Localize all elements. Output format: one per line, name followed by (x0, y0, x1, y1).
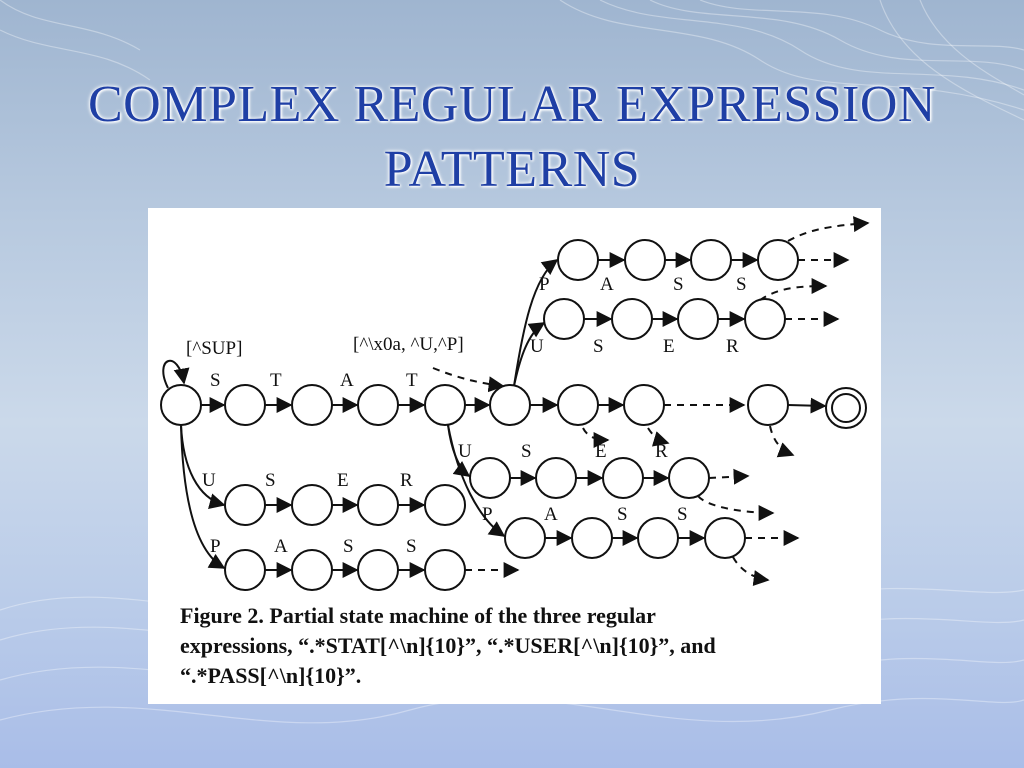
state-stat-t (291, 384, 333, 426)
state-pass-mid-1 (504, 517, 546, 559)
state-pass-mid-3 (637, 517, 679, 559)
state-user-2 (291, 484, 333, 526)
edge-label-pass-top-4: S (736, 274, 747, 295)
state-user-top-3 (677, 298, 719, 340)
figure-caption: Figure 2. Partial state machine of the t… (180, 601, 870, 691)
state-user-4 (424, 484, 466, 526)
edge-label-pass-1: P (210, 536, 221, 557)
edge-label-pass-4: S (406, 536, 417, 557)
edge-label-user-mid-3: E (595, 441, 607, 462)
edge-label-stat-4: T (406, 370, 418, 391)
state-user-top-2 (611, 298, 653, 340)
edge-label-user-top-4: R (726, 336, 739, 357)
state-pass-top-2 (624, 239, 666, 281)
state-user-3 (357, 484, 399, 526)
edge-label-user-top-2: S (593, 336, 604, 357)
state-user-mid-3 (602, 457, 644, 499)
edge-label-stat-2: T (270, 370, 282, 391)
state-user-top-4 (744, 298, 786, 340)
label-not-newline-u-p: [^\x0a, ^U,^P] (353, 334, 464, 355)
state-post-stat (489, 384, 531, 426)
caption-line2: expressions, “.*STAT[^\n]{10}”, “.*USER[… (180, 633, 716, 658)
state-accept-inner (831, 393, 861, 423)
state-post-stat-3 (623, 384, 665, 426)
edge-label-stat-3: A (340, 370, 354, 391)
edge-label-pass-2: A (274, 536, 288, 557)
state-pass-3 (357, 549, 399, 591)
state-pass-top-4 (757, 239, 799, 281)
label-not-sup: [^SUP] (186, 338, 242, 359)
state-machine-diagram: [^SUP] [^\x0a, ^U,^P] S T A T P A S S U … (160, 216, 870, 591)
state-user-mid-1 (469, 457, 511, 499)
edge-label-user-2: S (265, 470, 276, 491)
state-stat-s (224, 384, 266, 426)
edge-label-pass-3: S (343, 536, 354, 557)
state-user-mid-4 (668, 457, 710, 499)
edge-label-pass-top-3: S (673, 274, 684, 295)
state-start (160, 384, 202, 426)
state-stat-t2 (424, 384, 466, 426)
state-pass-top-1 (557, 239, 599, 281)
state-pass-2 (291, 549, 333, 591)
state-pass-mid-2 (571, 517, 613, 559)
slide-title-line2: PATTERNS (383, 141, 641, 198)
state-pass-1 (224, 549, 266, 591)
state-pass-mid-4 (704, 517, 746, 559)
edge-label-user-mid-2: S (521, 441, 532, 462)
edge-label-user-mid-4: R (655, 441, 668, 462)
state-user-1 (224, 484, 266, 526)
edge-label-pass-mid-3: S (617, 504, 628, 525)
edge-label-pass-top-1: P (539, 274, 550, 295)
slide-title-line1: COMPLEX REGULAR EXPRESSION (88, 76, 936, 133)
caption-line3: “.*PASS[^\n]{10}”. (180, 663, 362, 688)
state-user-top-1 (543, 298, 585, 340)
state-user-mid-2 (535, 457, 577, 499)
edge-label-user-top-1: U (530, 336, 544, 357)
edge-label-user-top-3: E (663, 336, 675, 357)
edge-label-pass-mid-2: A (544, 504, 558, 525)
figure-card: [^SUP] [^\x0a, ^U,^P] S T A T P A S S U … (148, 208, 881, 704)
edge-label-user-mid-1: U (458, 441, 472, 462)
edge-label-pass-mid-1: P (482, 504, 493, 525)
edge-label-user-1: U (202, 470, 216, 491)
edge-label-stat-1: S (210, 370, 221, 391)
state-pass-top-3 (690, 239, 732, 281)
state-post-stat-2 (557, 384, 599, 426)
edge-label-user-3: E (337, 470, 349, 491)
edge-label-user-4: R (400, 470, 413, 491)
state-pass-4 (424, 549, 466, 591)
edge-label-pass-top-2: A (600, 274, 614, 295)
state-near-accept (747, 384, 789, 426)
edge-label-pass-mid-4: S (677, 504, 688, 525)
state-stat-a (357, 384, 399, 426)
caption-line1: Figure 2. Partial state machine of the t… (180, 603, 656, 628)
